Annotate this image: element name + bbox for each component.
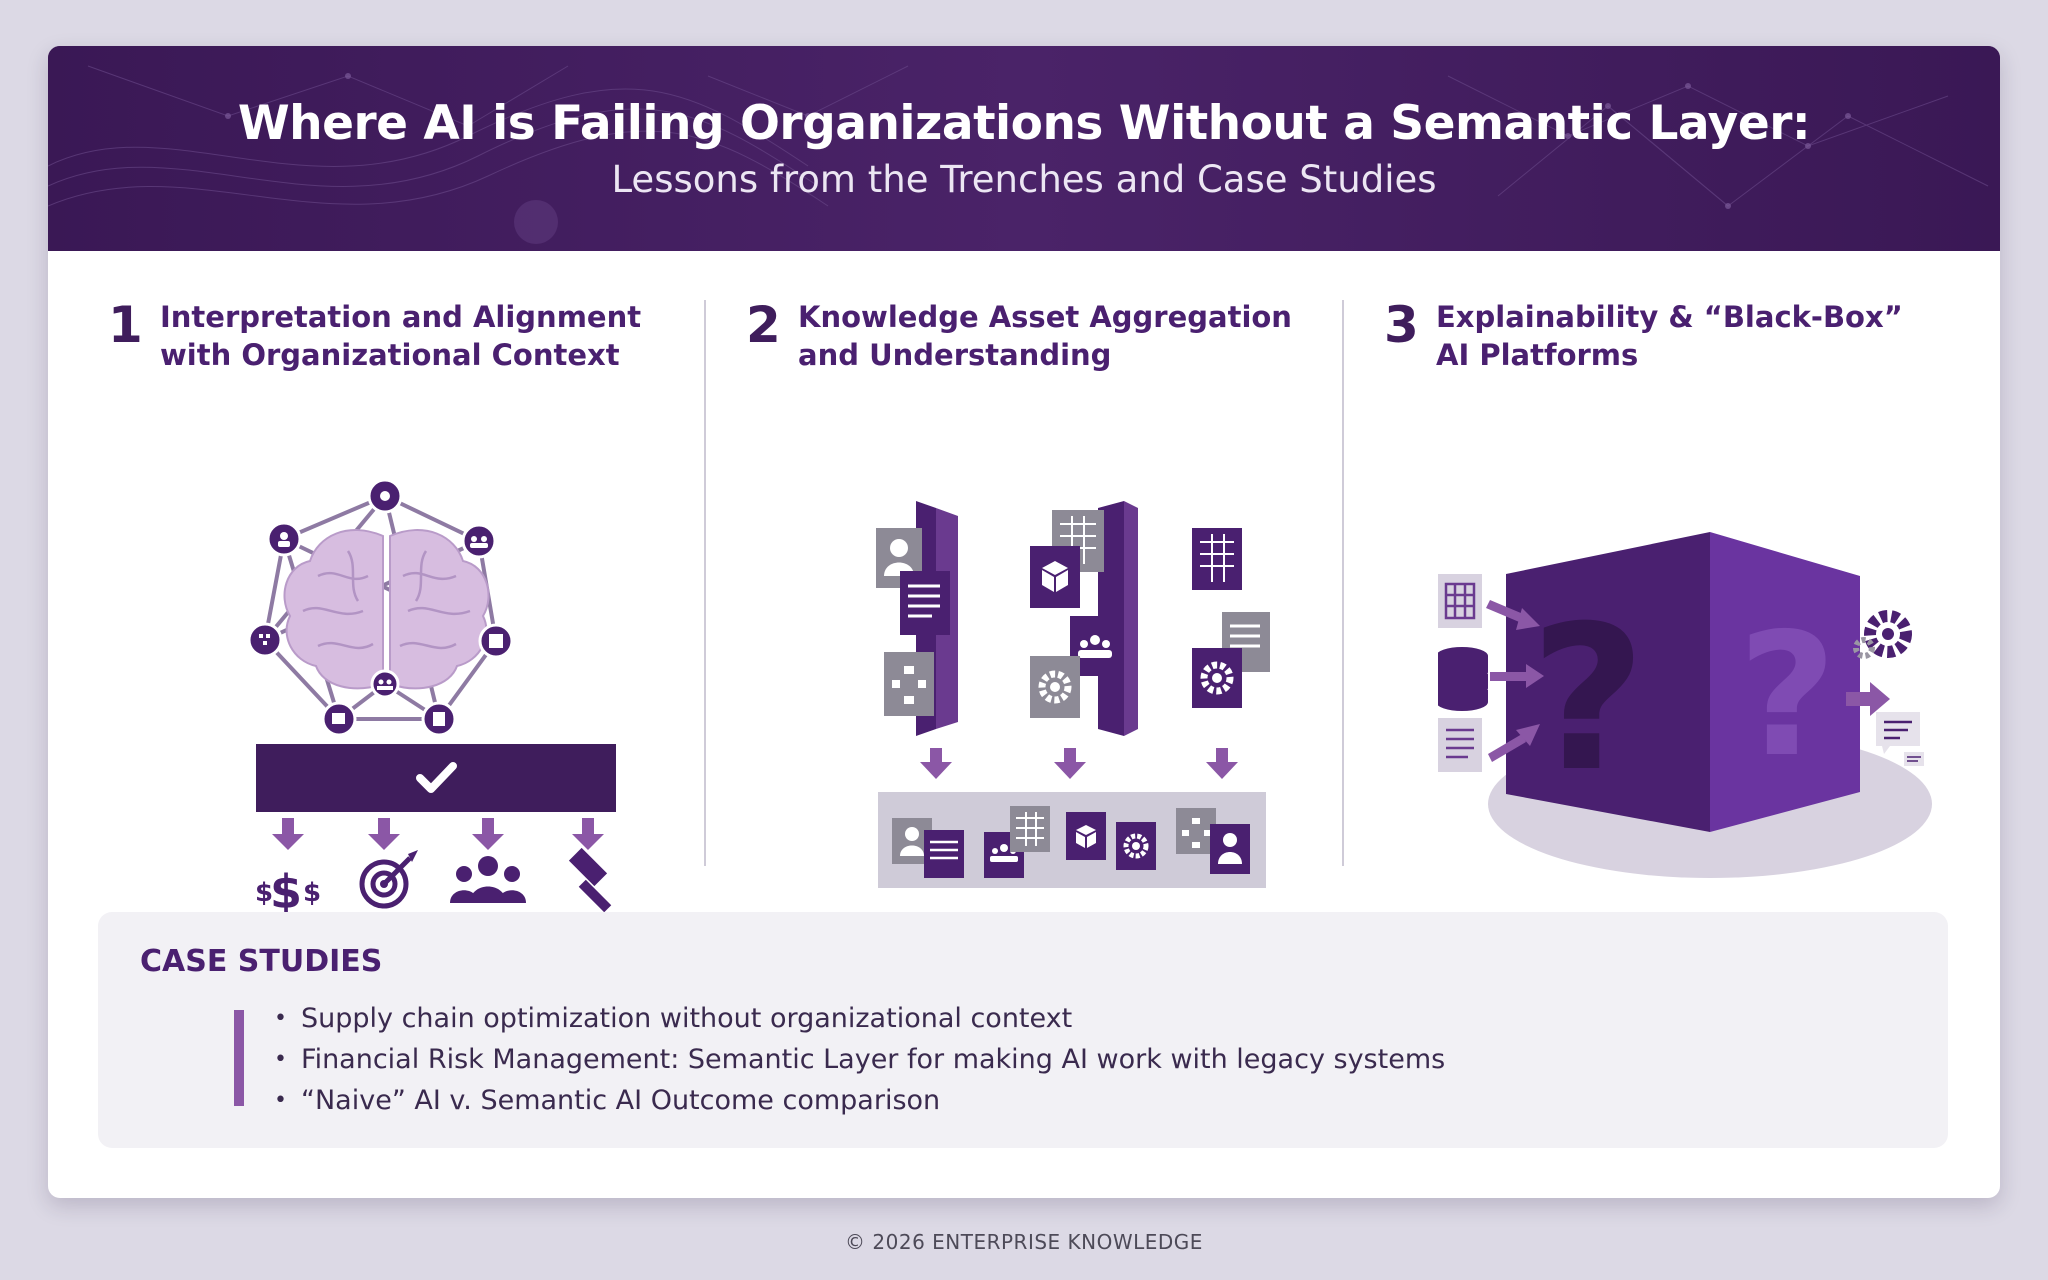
people-icon — [450, 856, 526, 903]
spreadsheet-icon — [1438, 574, 1482, 628]
spreadsheet-icon — [1192, 528, 1242, 590]
section-number: 2 — [746, 296, 781, 354]
list-item: • “Naive” AI v. Semantic AI Outcome compa… — [274, 1080, 1445, 1121]
svg-text:$: $ — [255, 878, 273, 908]
accent-bar — [234, 1010, 244, 1106]
section-number: 3 — [1384, 296, 1419, 354]
section-1: 1 Interpretation and Alignment with Orga… — [108, 296, 668, 936]
target-icon — [359, 856, 412, 909]
svg-text:?: ? — [1530, 583, 1646, 816]
gavel-icon — [568, 847, 612, 913]
team-icon — [1070, 616, 1120, 676]
case-study-text: Supply chain optimization without organi… — [301, 1003, 1073, 1034]
section-3: 3 Explainability & “Black-Box” AI Platfo… — [1384, 296, 1944, 936]
dollar-icon: $ $ $ — [255, 865, 321, 919]
case-studies-title: CASE STUDIES — [140, 944, 383, 979]
section-title: Interpretation and Alignment with Organi… — [160, 300, 642, 372]
section-number: 1 — [108, 296, 143, 354]
brain-icon — [283, 529, 490, 690]
black-box-cube-icon — [1506, 532, 1860, 832]
bullet-icon: • — [274, 1047, 287, 1072]
brain-network-illustration: $ $ $ — [247, 478, 616, 919]
case-study-text: “Naive” AI v. Semantic AI Outcome compar… — [301, 1085, 941, 1116]
checkmark-icon — [416, 762, 457, 793]
copyright-footer: © 2026 ENTERPRISE KNOWLEDGE — [845, 1230, 1203, 1254]
gear-icon — [1192, 648, 1242, 708]
svg-text:$: $ — [270, 865, 302, 919]
page-title: Where AI is Failing Organizations Withou… — [237, 96, 1811, 151]
section-title: Knowledge Asset Aggregation and Understa… — [798, 300, 1292, 372]
section-2: 2 Knowledge Asset Aggregation and Unders… — [746, 296, 1306, 936]
question-mark-icon: ? ? — [1530, 583, 1837, 816]
document-icon — [1222, 612, 1270, 672]
flowchart-icon — [884, 652, 934, 716]
list-item: • Supply chain optimization without organ… — [274, 998, 1445, 1039]
bullet-icon: • — [274, 1088, 287, 1113]
infographic-card: Where AI is Failing Organizations Withou… — [48, 46, 2000, 1198]
gear-icon — [1030, 656, 1080, 718]
header-banner: Where AI is Failing Organizations Withou… — [48, 46, 2000, 251]
section-divider — [1342, 300, 1344, 866]
black-box-illustration: ? ? — [1438, 532, 1932, 878]
page-subtitle: Lessons from the Trenches and Case Studi… — [611, 158, 1437, 201]
case-studies-list: • Supply chain optimization without organ… — [274, 998, 1445, 1121]
list-item: • Financial Risk Management: Semantic Lay… — [274, 1039, 1445, 1080]
svg-text:?: ? — [1738, 597, 1837, 795]
knowledge-aggregation-illustration — [876, 501, 1270, 888]
box-icon — [1030, 546, 1080, 608]
document-icon — [900, 571, 950, 635]
section-divider — [704, 300, 706, 866]
case-studies-panel: CASE STUDIES • Supply chain optimization … — [98, 912, 1948, 1148]
document-icon — [1438, 718, 1482, 772]
gear-icon — [1853, 610, 1912, 659]
chat-icon — [1876, 712, 1924, 766]
svg-text:$: $ — [303, 878, 321, 908]
section-title: Explainability & “Black-Box” AI Platform… — [1436, 300, 1903, 372]
case-study-text: Financial Risk Management: Semantic Laye… — [301, 1044, 1446, 1075]
database-icon — [1438, 647, 1488, 711]
network-background-icon — [48, 46, 2000, 251]
bullet-icon: • — [274, 1006, 287, 1031]
